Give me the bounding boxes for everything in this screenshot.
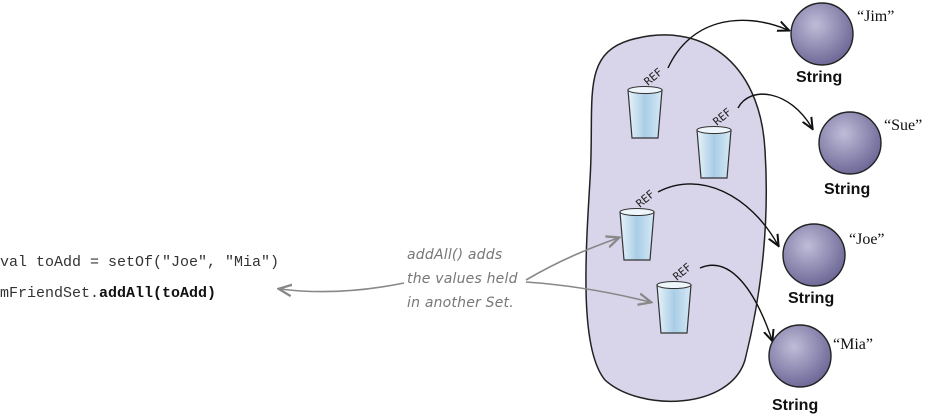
string-object-jim [790,2,854,66]
ref-arrow-mia [699,264,772,340]
string-type-jim: String [796,69,843,86]
string-value-joe: “Joe” [849,231,885,248]
string-object-joe [782,223,846,287]
ref-arrow-joe [657,183,778,245]
string-type-sue: String [824,181,871,198]
string-object-mia [768,324,832,388]
code-line-addall-prefix: mFriendSet. [0,285,100,302]
string-value-mia: “Mia” [833,336,873,353]
annotation: addAll() adds the values held in another… [407,243,518,315]
annotation-line-3: in another Set. [407,295,514,311]
ref-arrow-jim [667,19,788,69]
string-type-joe: String [788,290,835,307]
code-line-addall: mFriendSet.addAll(toAdd) [0,285,216,302]
annotation-arrow-mia [525,281,650,302]
annotation-line-2: the values held [407,271,518,287]
string-value-sue: “Sue” [884,117,923,134]
annotation-arrow-code [280,282,405,292]
string-type-mia: String [772,397,819,414]
string-object-sue [818,111,882,175]
set-blob [585,34,768,403]
ref-arrow-sue [737,93,812,128]
code-line-settoadd: val toAdd = setOf("Joe", "Mia") [0,254,280,271]
code-line-addall-method: addAll(toAdd) [99,285,217,302]
annotation-arrow-joe [525,238,618,281]
annotation-line-1: addAll() adds [407,247,503,263]
string-value-jim: “Jim” [857,8,895,25]
